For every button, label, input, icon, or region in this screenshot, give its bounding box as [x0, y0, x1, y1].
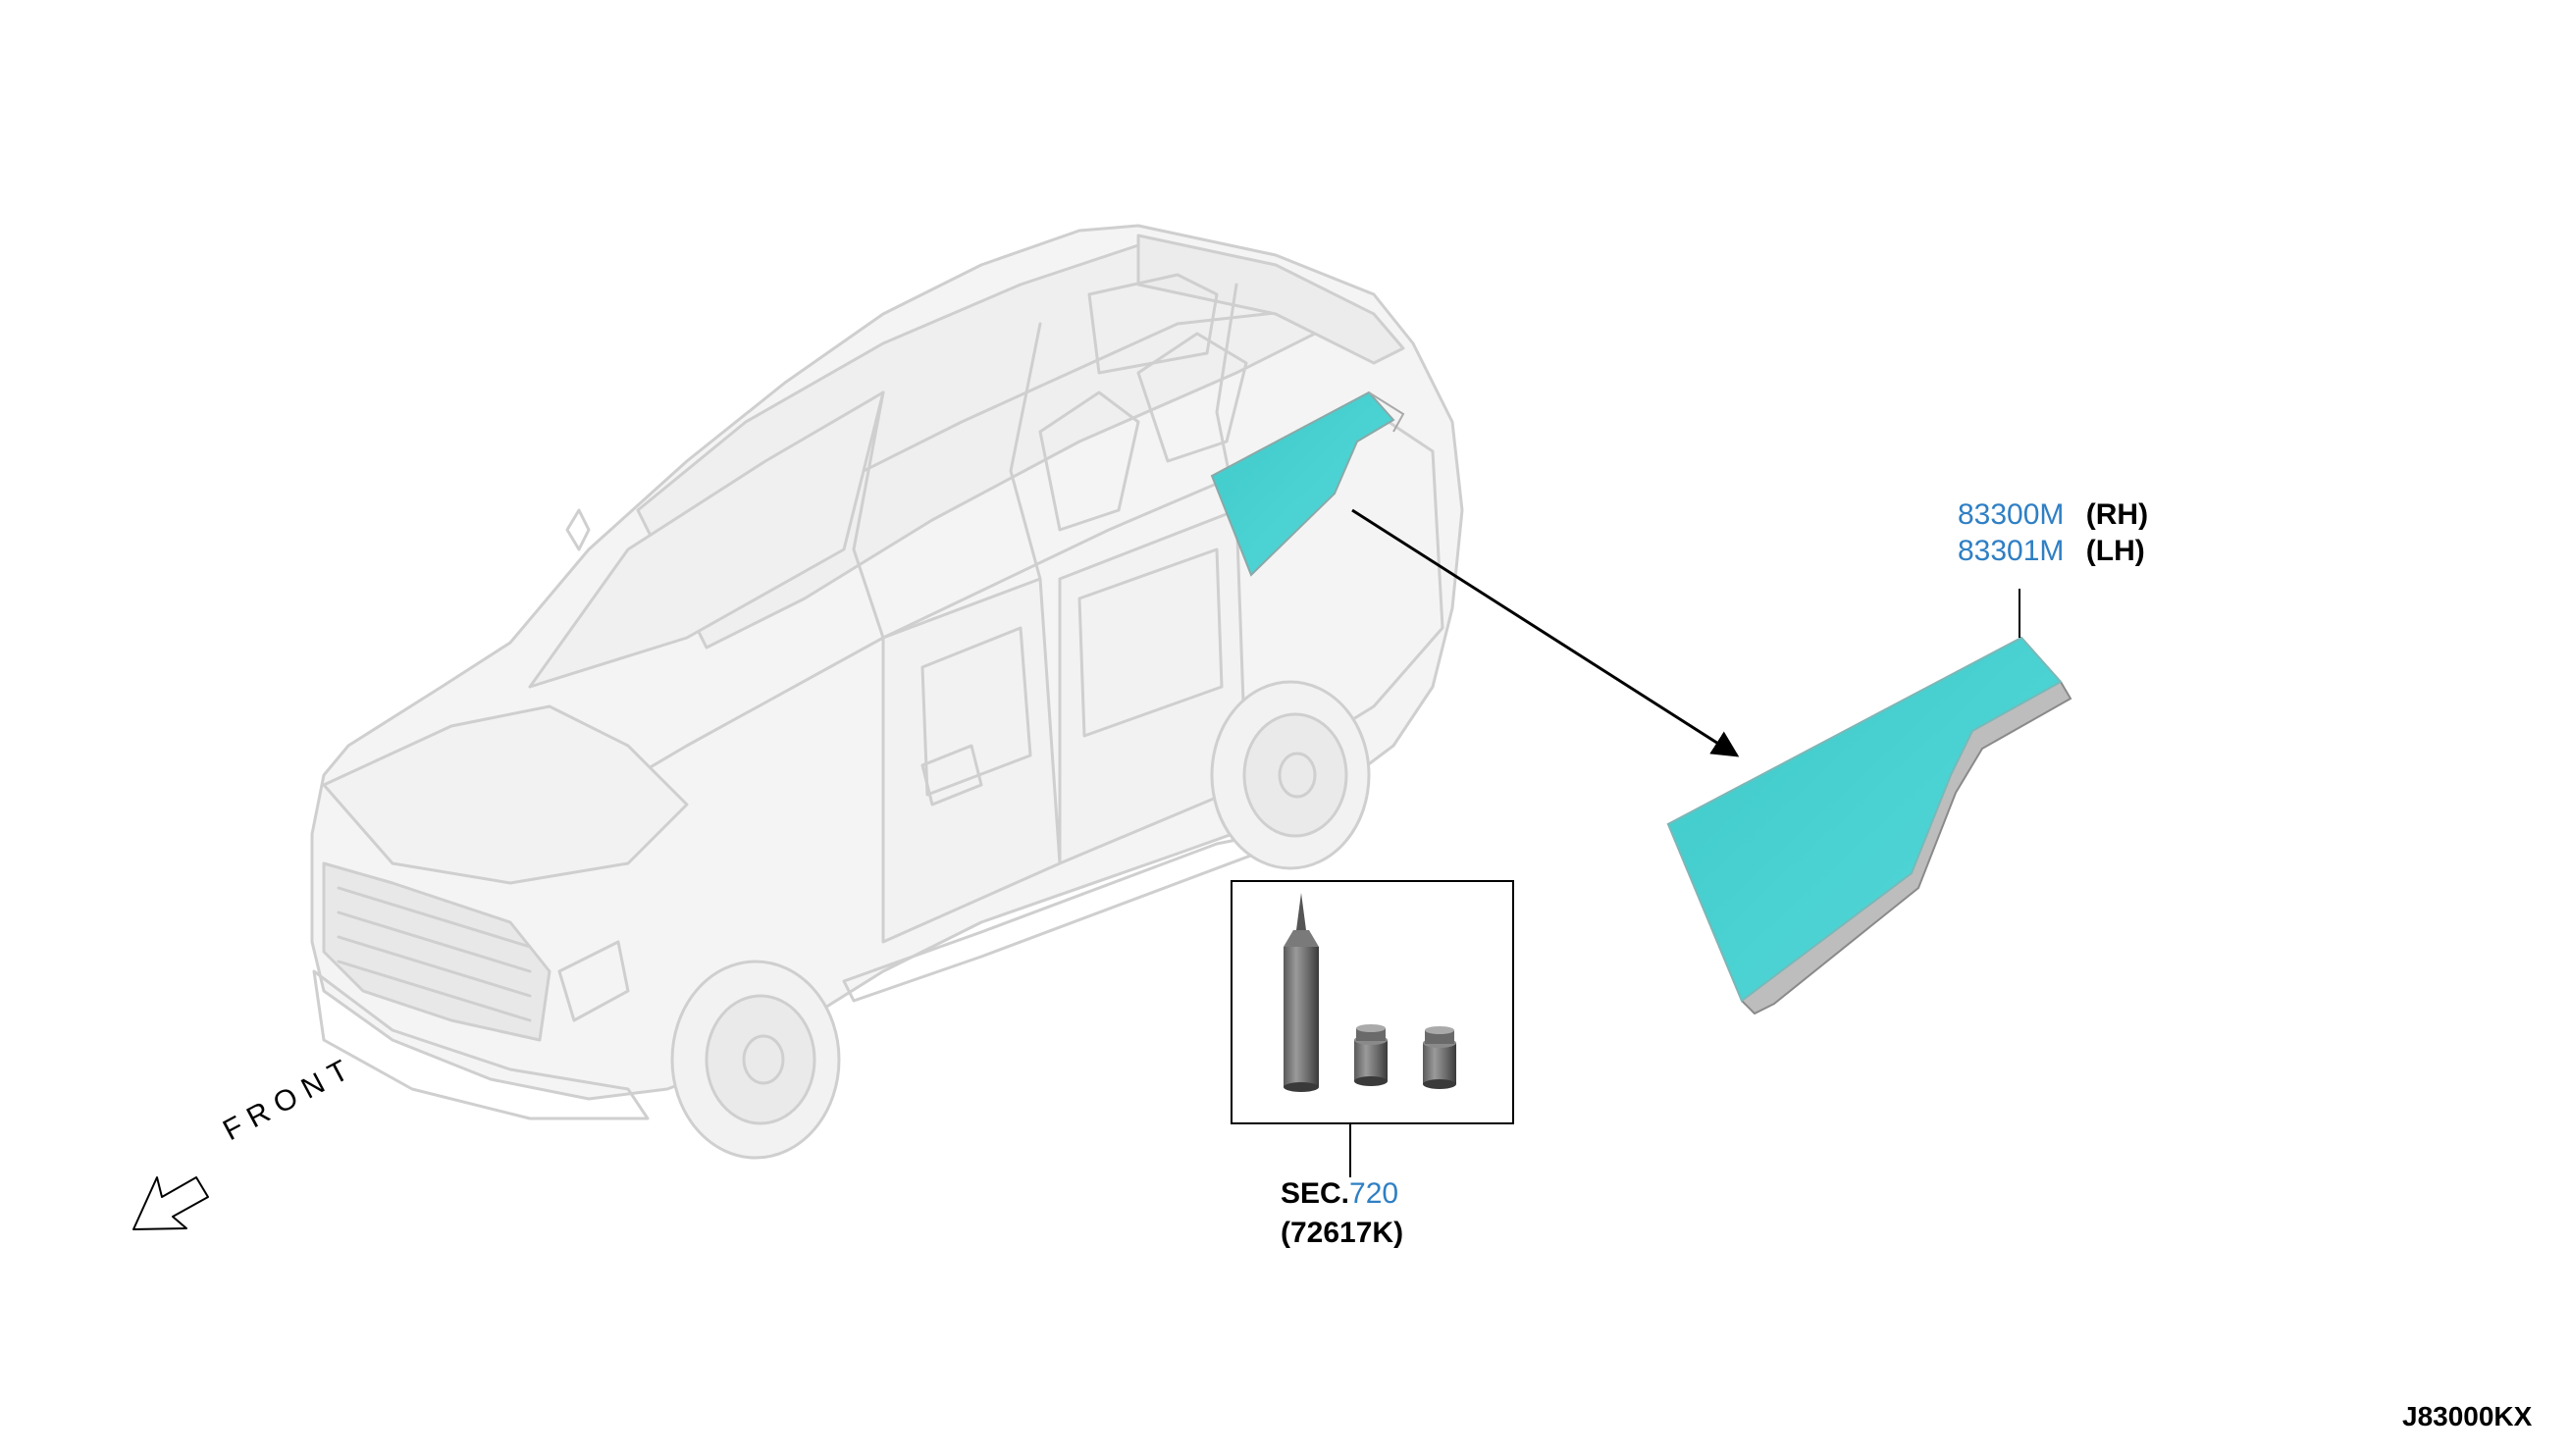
section-subpart-label: (72617K)	[1281, 1217, 1403, 1250]
vehicle-illustration	[310, 224, 1464, 1160]
section-number-720[interactable]: 720	[1349, 1177, 1399, 1210]
leader-arrow	[1351, 508, 1740, 757]
drawing-id: J83000KX	[2402, 1401, 2533, 1431]
glass-panel-detail[interactable]	[1666, 589, 2072, 1015]
section-prefix: SEC.	[1281, 1177, 1350, 1210]
side-rh: (RH)	[2085, 498, 2149, 531]
urethane-tube-icon	[1284, 893, 1319, 1092]
front-direction-arrow-icon	[132, 1176, 209, 1230]
part-label-rh: 83300M (RH)	[1958, 498, 2148, 532]
section-label: SEC.720	[1281, 1177, 1398, 1211]
primer-bottle-icon	[1423, 1026, 1456, 1089]
side-lh: (LH)	[2085, 535, 2145, 567]
section-subpart: (72617K)	[1281, 1217, 1404, 1249]
part-label-lh: 83301M (LH)	[1958, 535, 2145, 568]
primer-bottle-icon	[1354, 1024, 1388, 1086]
vehicle-rear-side-window	[1210, 390, 1405, 577]
adhesive-kit-box[interactable]	[1231, 880, 1514, 1177]
part-number-83300m[interactable]: 83300M	[1958, 498, 2065, 531]
part-number-83301m[interactable]: 83301M	[1958, 535, 2065, 567]
